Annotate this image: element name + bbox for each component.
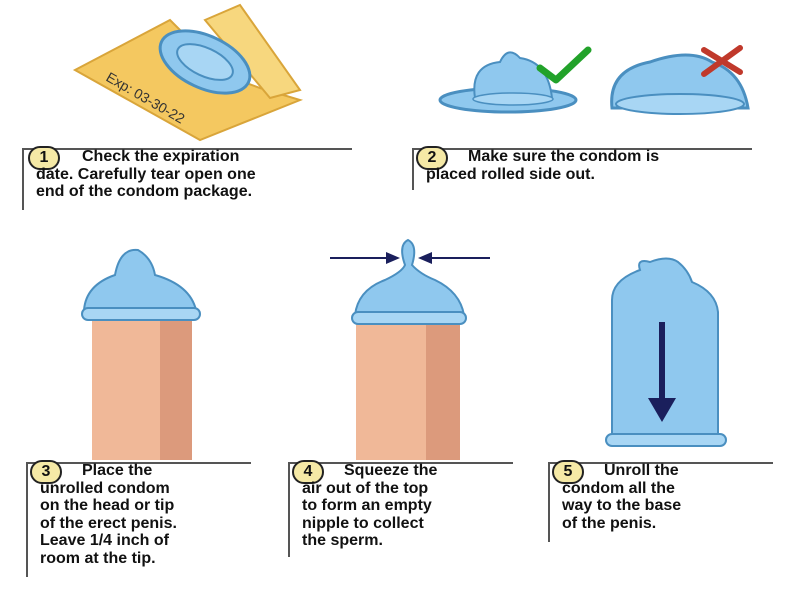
squeeze-arrow-right xyxy=(418,252,490,264)
cross-icon xyxy=(701,45,743,77)
step-1-number: 1 xyxy=(28,146,60,170)
step-5: 5 Unroll the condom all the way to the b… xyxy=(548,460,788,542)
step-4-text: Squeeze the air out of the top to form a… xyxy=(302,462,438,549)
step-4: 4 Squeeze the air out of the top to form… xyxy=(288,460,523,557)
check-icon xyxy=(536,46,592,84)
step-3: 3 Place the unrolled condom on the head … xyxy=(26,460,266,577)
condom-package: Exp: 03-30-22 xyxy=(72,3,304,142)
step-2-number: 2 xyxy=(416,146,448,170)
step-3-text: Place the unrolled condom on the head or… xyxy=(40,462,177,567)
step-2-text: Make sure the condom is placed rolled si… xyxy=(426,148,660,183)
condom-correct-orientation xyxy=(438,51,578,114)
step-1-text: Check the expiration date. Carefully tea… xyxy=(36,148,256,200)
condom-unrolled xyxy=(605,257,727,447)
step-5-text: Unroll the condom all the way to the bas… xyxy=(562,462,682,532)
step-5-number: 5 xyxy=(552,460,584,484)
unroll-arrow-down xyxy=(648,322,676,422)
step-2: 2 Make sure the condom is placed rolled … xyxy=(412,146,772,190)
penis-step-3 xyxy=(92,310,192,460)
step-3-number: 3 xyxy=(30,460,62,484)
condom-on-tip xyxy=(81,248,201,321)
penis-step-4 xyxy=(356,315,460,460)
step-4-number: 4 xyxy=(292,460,324,484)
step-1: 1 Check the expiration date. Carefully t… xyxy=(22,146,382,210)
squeeze-arrow-left xyxy=(330,252,400,264)
condom-nipple xyxy=(351,238,467,325)
